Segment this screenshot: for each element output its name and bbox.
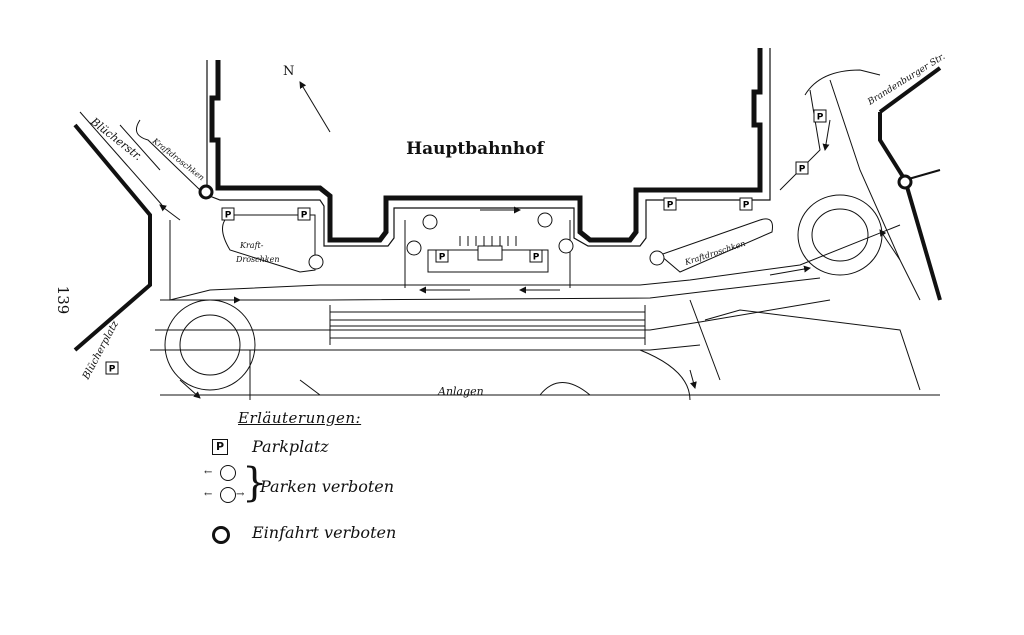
legend-item-no-parking: ← ← → } Parken verboten xyxy=(200,463,420,511)
block-left xyxy=(73,123,152,352)
page-number: 139 xyxy=(54,286,72,315)
legend: Erläuterungen: P Parkplatz ← ← → } Parke… xyxy=(200,405,500,555)
street-label-bluecherstr: Blücherstr. xyxy=(87,115,144,164)
legend-label: Parken verboten xyxy=(260,477,395,496)
legend-label: Einfahrt verboten xyxy=(252,523,397,542)
station-label: Hauptbahnhof xyxy=(406,139,545,159)
arrow-right-icon: → xyxy=(236,489,245,500)
svg-text:P: P xyxy=(743,201,750,211)
svg-text:P: P xyxy=(817,113,824,123)
street-label-brandenburger: Brandenburger Str. xyxy=(865,52,947,108)
no-parking-circle-icon xyxy=(220,465,236,481)
entry-forbidden-icon xyxy=(212,526,230,544)
parking-icon: P xyxy=(212,439,228,455)
street-label-anlagen: Anlagen xyxy=(437,385,484,398)
north-arrow: N xyxy=(283,64,331,133)
label-kraftdroschken-left-2: Droschken xyxy=(235,255,280,264)
station-building xyxy=(206,48,771,247)
label-kraftdroschken-left-1: Kraft- xyxy=(239,241,264,250)
svg-text:P: P xyxy=(799,165,806,175)
svg-text:P: P xyxy=(301,211,308,221)
svg-text:P: P xyxy=(439,253,446,263)
traffic-arrows xyxy=(159,119,901,399)
legend-title: Erläuterungen: xyxy=(238,409,362,427)
entry-forbidden-circles xyxy=(198,174,913,200)
no-parking-circle-icon xyxy=(220,487,236,503)
label-kraftdroschken-left-top: Kraftdroschken xyxy=(150,136,206,182)
arrow-left-icon: ← xyxy=(204,467,213,478)
svg-text:P: P xyxy=(533,253,540,263)
svg-text:P: P xyxy=(109,365,116,375)
platform-marks xyxy=(459,236,517,261)
parking-symbols: P P P P P P P P P xyxy=(105,109,827,375)
svg-text:P: P xyxy=(667,201,674,211)
brace-icon: } xyxy=(242,460,268,506)
block-right xyxy=(878,66,942,301)
no-parking-circles xyxy=(308,212,665,270)
legend-label: Parkplatz xyxy=(252,437,329,456)
arrow-left-icon: ← xyxy=(204,489,213,500)
road-network xyxy=(119,69,940,401)
svg-text:N: N xyxy=(283,64,294,79)
svg-text:P: P xyxy=(225,211,232,221)
